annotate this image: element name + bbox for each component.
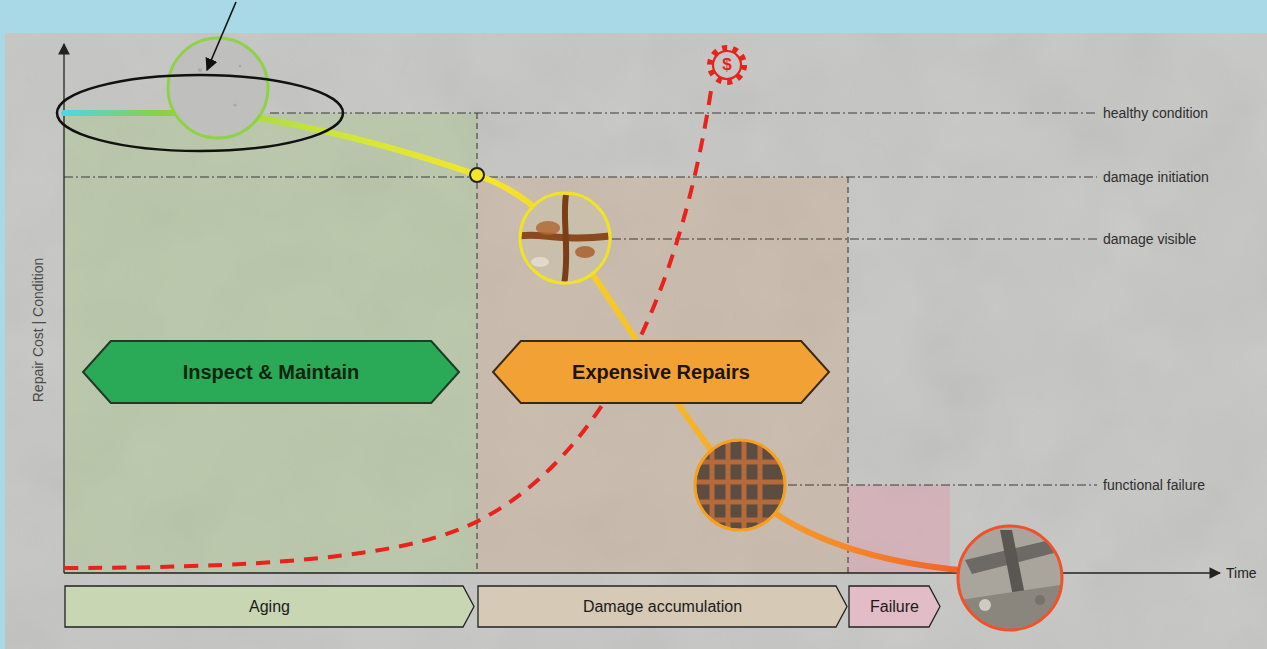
phase-chevron: Aging — [64, 585, 475, 628]
threshold-line — [612, 239, 1097, 240]
damage-photo — [515, 190, 615, 290]
chevron-shape — [65, 586, 474, 627]
photo-ring — [168, 38, 268, 138]
node-label: Expensive Repairs — [572, 360, 750, 384]
node-label: Aging — [249, 597, 290, 616]
node-content: Aging — [64, 585, 475, 628]
repair-cost-curve — [64, 84, 712, 568]
gear-teeth — [710, 48, 744, 82]
threshold-label: damage initiation — [1103, 169, 1209, 186]
threshold-label: healthy condition — [1103, 105, 1208, 122]
chevron-shape — [478, 586, 847, 627]
node-content: Expensive Repairs — [492, 340, 830, 404]
hexagon-shape — [83, 341, 459, 403]
threshold-line — [64, 177, 1097, 178]
threshold-line — [788, 485, 1097, 486]
node-content: Damage accumulation — [477, 585, 848, 628]
node-content: Inspect & Maintain — [82, 340, 460, 404]
node-label: Damage accumulation — [583, 597, 742, 616]
node-label: Failure — [870, 597, 919, 616]
aging-region — [64, 113, 477, 573]
chevron-shape — [849, 586, 940, 627]
hexagon-shape — [493, 341, 829, 403]
action-hexagon: Inspect & Maintain — [82, 340, 460, 404]
condition-curve — [64, 113, 1010, 573]
initiation-marker — [470, 168, 484, 182]
gear-icon — [713, 51, 741, 79]
axis-title: Time — [1226, 565, 1257, 582]
region-border — [848, 177, 849, 573]
phase-chevron: Damage accumulation — [477, 585, 848, 628]
action-hexagon: Expensive Repairs — [492, 340, 830, 404]
photo-ring — [695, 440, 785, 530]
axis-title: Repair Cost | Condition — [30, 258, 47, 402]
collapse-photo — [955, 525, 1065, 635]
node-label: Inspect & Maintain — [183, 360, 360, 384]
photo-ring — [520, 193, 610, 283]
healthy-photo — [160, 30, 280, 150]
phase-chevron: Failure — [848, 585, 941, 628]
pointer-arrow — [207, 2, 236, 70]
cost-symbol: $ — [722, 55, 731, 75]
threshold-label: functional failure — [1103, 477, 1205, 494]
threshold-line — [270, 113, 1097, 114]
node-content: Failure — [848, 585, 941, 628]
damage-region — [477, 177, 848, 573]
threshold-label: damage visible — [1103, 231, 1196, 248]
rebar-photo — [690, 435, 790, 535]
callout-ellipse — [57, 75, 343, 151]
photo-ring — [958, 526, 1062, 630]
